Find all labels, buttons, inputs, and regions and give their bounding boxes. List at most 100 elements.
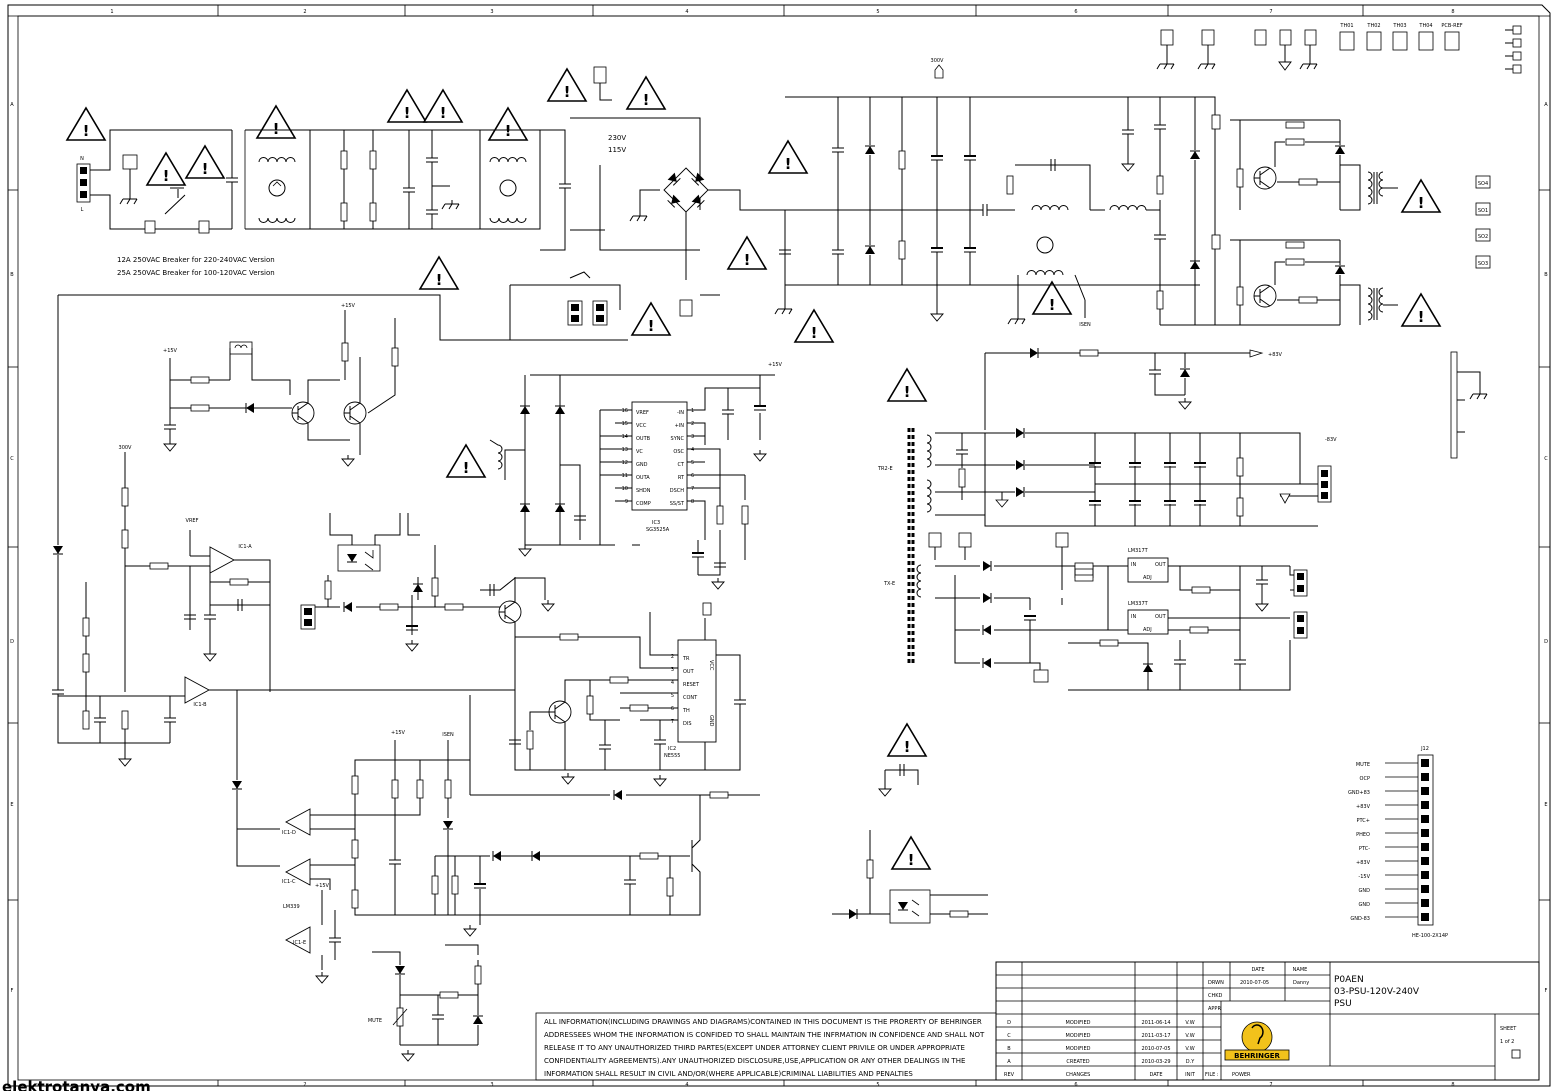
brand-label: BEHRINGER [1234, 1052, 1280, 1060]
rev-init: V.W [1185, 1033, 1194, 1039]
pin-num: 3 [691, 434, 694, 440]
breaker-note-220: 12A 250VAC Breaker for 220-240VAC Versio… [117, 256, 275, 264]
j12-signal: PTC- [1359, 846, 1370, 852]
breaker-note-100: 25A 250VAC Breaker for 100-120VAC Versio… [117, 269, 275, 277]
error-amplifier-section: 300V VREF IC1-A IC1-B [51, 445, 516, 867]
watermark: elektrotanya.com [2, 1078, 151, 1091]
rev-head: INIT [1185, 1072, 1196, 1078]
sheet-label: SHEET [1500, 1026, 1517, 1032]
notice-line: RELEASE IT TO ANY UNAUTHORIZED THIRD PAR… [544, 1044, 965, 1052]
pin-num: 6 [691, 473, 694, 479]
warning-icon [547, 68, 587, 102]
pin-label: DSCH [670, 488, 685, 494]
pin-label: OUTB [636, 436, 651, 442]
transistor-supply-label: +15V [341, 303, 356, 309]
warning-icon [794, 309, 834, 343]
opamp-supply-label: +15V [315, 883, 330, 889]
pin-label: SYNC [671, 436, 685, 442]
pin-label: CT [677, 462, 684, 468]
reg-pin: IN [1131, 562, 1136, 568]
rev-date: 2010-03-29 [1141, 1059, 1170, 1065]
opamp-ic1e-label: IC1-E [293, 940, 306, 946]
otp-label: MUTE [368, 1018, 382, 1024]
ic3-left-pins: 16 VREF 15 VCC 14 OUTB 13 VC 12 GND 11 O… [622, 408, 651, 507]
top-connectors: TH01 TH02 TH03 TH04 PCB-REF SO4 SO1 SO2 … [1156, 23, 1522, 459]
warning-symbols [66, 68, 1441, 870]
transformer-tr2e-label: TR2-E [877, 466, 893, 472]
j12-signal: OCP [1360, 776, 1370, 782]
warning-icon [256, 105, 296, 139]
file-value: POWER [1232, 1072, 1251, 1078]
rev-date: 2011-03-17 [1141, 1033, 1170, 1039]
j12-signal: MUTE [1356, 762, 1370, 768]
sheet-of: 1 of 2 [1500, 1039, 1514, 1045]
warning-icon [146, 152, 186, 186]
pin-num: 4 [691, 447, 694, 453]
warning-icon [1032, 281, 1072, 315]
notice-line: INFORMATION SHALL RESULT IN CIVIL AND/OR… [544, 1070, 913, 1078]
warning-icon [891, 836, 931, 870]
pin-label: SHDN [636, 488, 651, 494]
so4-label: SO4 [1478, 181, 1488, 187]
reg-pin: OUT [1155, 614, 1167, 620]
rev-letter: C [1007, 1033, 1011, 1039]
warning-icon [626, 76, 666, 110]
rev-letter: D [1007, 1020, 1011, 1026]
th04-label: TH04 [1418, 23, 1432, 29]
regulator-section: IN OUT ADJ IN OUT ADJ LM317T LM337T [928, 532, 1308, 691]
warning-icon [488, 107, 528, 141]
pin-label: VC [636, 449, 643, 455]
j12-signal: GND [1359, 888, 1371, 894]
isen-label: ISEN [1079, 322, 1091, 328]
rev-change: MODIFIED [1066, 1033, 1091, 1039]
file-label: FILE : [1205, 1072, 1219, 1078]
th02-label: TH02 [1366, 23, 1380, 29]
ic2-ne555 [677, 639, 717, 743]
rev-change: MODIFIED [1066, 1046, 1091, 1052]
row-label-e-right: E [1544, 802, 1547, 808]
row-label-a: A [10, 102, 14, 108]
pin-label: TR [682, 656, 690, 662]
pin-num: 9 [625, 499, 628, 505]
ic2-name: IC2 [668, 746, 676, 752]
j12-label: J12 [1420, 746, 1429, 752]
j12-signal: +83V [1356, 804, 1371, 810]
pin-label: DIS [683, 721, 692, 727]
warning-icon [423, 89, 463, 123]
row-label-e: E [10, 802, 13, 808]
pin-label: GND [708, 715, 714, 727]
pin-num: 7 [671, 719, 674, 725]
opamp-ic1a-label: IC1-A [238, 544, 252, 550]
connector-pcb-ref [1444, 31, 1460, 51]
connector-so2 [1475, 228, 1491, 242]
pin-label: OSC [673, 449, 684, 455]
pin-label: VCC [708, 660, 714, 671]
row-label-a-right: A [1544, 102, 1548, 108]
drwn-label: DRWN [1208, 980, 1224, 986]
hv-sense-label: 300V [119, 445, 133, 451]
th03-label: TH03 [1392, 23, 1406, 29]
warning-icon [631, 302, 671, 336]
ic3-sg3525 [631, 401, 688, 511]
pin-num: 2 [691, 421, 694, 427]
ic5-lm337 [1127, 609, 1169, 635]
connector-th01 [1339, 31, 1355, 51]
connector-th04 [1418, 31, 1434, 51]
row-label-d: D [10, 639, 14, 645]
row-label-d-right: D [1544, 639, 1548, 645]
warning-icon [1401, 293, 1441, 327]
ic3-part: SG3525A [646, 527, 670, 533]
rail-300v-label: 300V [931, 58, 945, 64]
pin-num: 15 [622, 421, 628, 427]
pin-num: 7 [691, 486, 694, 492]
pin-num: 12 [622, 460, 628, 466]
pin-label: OUTA [636, 475, 650, 481]
hv-bulk-stage: 300V ISEN [774, 58, 1398, 328]
rev-date: 2010-07-05 [1141, 1046, 1170, 1052]
j12-signal: PHEO [1356, 832, 1370, 838]
title-head-date: DATE [1251, 967, 1264, 973]
col-label-8: 8 [1451, 9, 1454, 15]
col-label-3: 3 [490, 9, 493, 15]
rev-init: V.W [1185, 1046, 1194, 1052]
rev-head: CHANGES [1066, 1072, 1091, 1078]
